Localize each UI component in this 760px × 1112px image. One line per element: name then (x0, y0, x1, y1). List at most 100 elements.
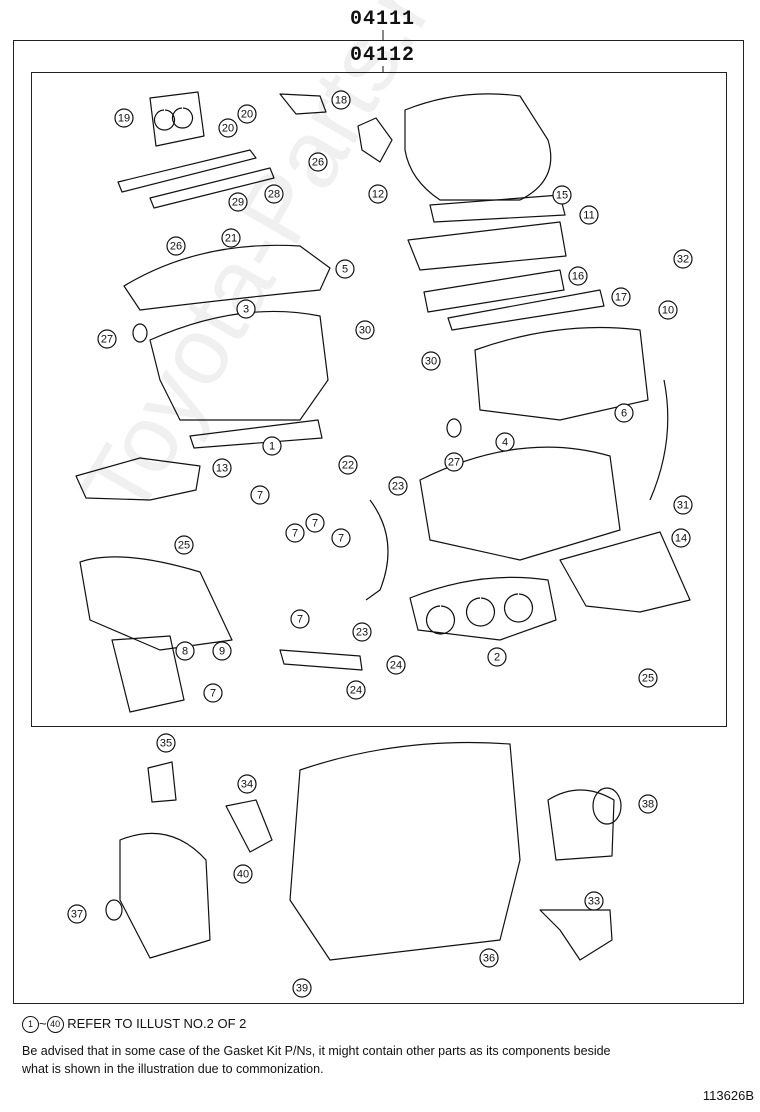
kit-code-outer: 04111 (350, 8, 416, 31)
exhaust-manifold-left (75, 457, 201, 501)
callout-label: 30 (359, 325, 371, 337)
callout-label: 23 (356, 627, 368, 639)
callout-label: 33 (588, 896, 600, 908)
callout-7: 7 (290, 609, 310, 629)
callout-18: 18 (331, 90, 351, 110)
exhaust-manifold-right (559, 531, 691, 613)
callout-8: 8 (175, 641, 195, 661)
intake-gasket-16 (423, 269, 565, 313)
callout-label: 19 (118, 113, 130, 125)
ref-end-circle: 40 (46, 1016, 64, 1034)
callout-21: 21 (221, 228, 241, 248)
gasket-12 (357, 117, 393, 163)
timing-chain-cover (119, 832, 211, 959)
bypass-pipe-24 (279, 649, 363, 671)
callout-7: 7 (203, 683, 223, 703)
callout-31: 31 (673, 495, 693, 515)
oil-seal-37 (105, 899, 123, 921)
callout-23: 23 (388, 476, 408, 496)
callout-17: 17 (611, 287, 631, 307)
gasket-18 (279, 93, 327, 115)
fuel-rail-lower (149, 167, 275, 209)
callout-label: 25 (178, 540, 190, 552)
callout-26: 26 (308, 152, 328, 172)
callout-25: 25 (638, 668, 658, 688)
callout-25: 25 (174, 535, 194, 555)
callout-label: 5 (342, 264, 348, 276)
callout-7: 7 (250, 485, 270, 505)
head-gasket-2 (409, 576, 557, 641)
callout-label: 22 (342, 460, 354, 472)
ref-start-circle: 1 (22, 1016, 39, 1034)
callout-16: 16 (568, 266, 588, 286)
callout-14: 14 (671, 528, 691, 548)
callout-30: 30 (421, 351, 441, 371)
callout-26: 26 (166, 236, 186, 256)
callout-label: 11 (583, 210, 594, 222)
gasket-34 (225, 799, 273, 853)
callout-13: 13 (212, 458, 232, 478)
callout-label: 27 (101, 334, 113, 346)
callout-7: 7 (305, 513, 325, 533)
callout-28: 28 (264, 184, 284, 204)
seal-27-left (132, 323, 148, 343)
callout-label: 23 (392, 481, 404, 493)
callout-label: 26 (170, 241, 182, 253)
manifold-gasket-upper (429, 194, 566, 223)
callout-33: 33 (584, 891, 604, 911)
callout-label: 25 (642, 673, 654, 685)
callout-label: 34 (241, 779, 253, 791)
callout-label: 20 (222, 123, 234, 135)
callout-label: 27 (448, 457, 460, 469)
cylinder-head-gasket-small (149, 91, 205, 147)
callout-label: 15 (556, 190, 568, 202)
engine-block-main (289, 741, 521, 961)
illustration-id: 113626B (702, 1088, 754, 1103)
callout-label: 14 (675, 533, 687, 545)
callout-7: 7 (331, 528, 351, 548)
callout-9: 9 (212, 641, 232, 661)
callout-3: 3 (236, 299, 256, 319)
callout-label: 35 (160, 738, 172, 750)
callout-label: 13 (216, 463, 228, 475)
callout-27: 27 (444, 452, 464, 472)
callout-label: 2 (494, 652, 500, 664)
callout-label: 7 (210, 688, 216, 700)
callout-38: 38 (638, 794, 658, 814)
callout-label: 7 (297, 614, 303, 626)
callout-label: 6 (621, 408, 627, 420)
callout-1: 1 (262, 436, 282, 456)
callout-12: 12 (368, 184, 388, 204)
callout-24: 24 (346, 680, 366, 700)
callout-label: 7 (292, 528, 298, 540)
callout-label: 1 (269, 441, 275, 453)
exhaust-gasket-1 (189, 419, 323, 449)
callout-label: 29 (232, 197, 244, 209)
intake-gasket-right (407, 221, 567, 271)
callout-label: 7 (312, 518, 318, 530)
valve-cover-left (123, 244, 331, 311)
callout-label: 36 (483, 953, 495, 965)
callout-label: 28 (268, 189, 280, 201)
reference-note: 1~40 REFER TO ILLUST NO.2 OF 2 (22, 1016, 247, 1034)
kit-code-inner: 04112 (350, 44, 416, 67)
callout-label: 16 (572, 271, 584, 283)
timing-cover-left (79, 556, 233, 651)
advisory-note: Be advised that in some case of the Gask… (22, 1044, 611, 1076)
callout-40: 40 (233, 864, 253, 884)
ref-text: REFER TO ILLUST NO.2 OF 2 (67, 1016, 247, 1031)
callout-36: 36 (479, 948, 499, 968)
callout-30: 30 (355, 320, 375, 340)
callout-15: 15 (552, 185, 572, 205)
callout-5: 5 (335, 259, 355, 279)
callout-label: 21 (225, 233, 237, 245)
fuel-rail-upper (117, 149, 257, 193)
callout-label: 7 (338, 533, 344, 545)
callout-4: 4 (495, 432, 515, 452)
valve-cover-right (474, 326, 649, 421)
callout-label: 20 (241, 109, 253, 121)
callout-11: 11 (579, 205, 599, 225)
callout-label: 24 (390, 660, 402, 672)
seal-27-right (446, 418, 462, 438)
